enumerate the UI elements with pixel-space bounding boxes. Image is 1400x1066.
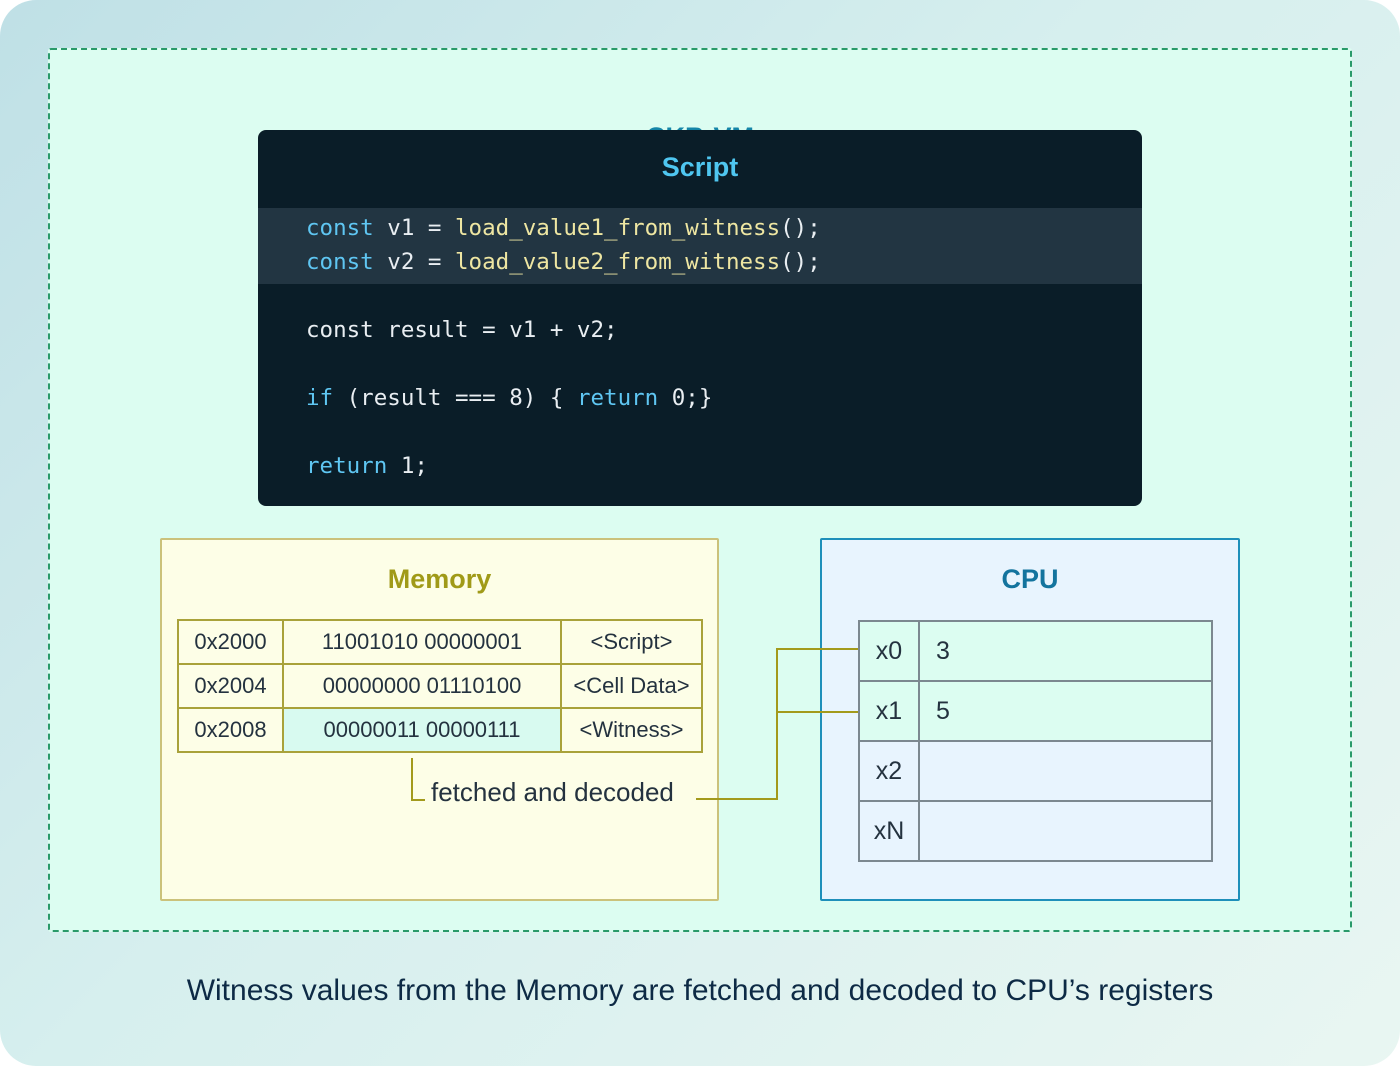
code-line-4: if (result === 8) { return 0;} [306,384,712,412]
memory-bits: 11001010 00000001 [282,619,562,665]
code-line-2: const v2 = load_value2_from_witness(); [306,248,821,276]
register-row: xN [858,800,1213,862]
register-name: x0 [858,620,920,682]
code-keyword: return [306,453,388,479]
connector-arrow-x1 [776,711,858,713]
code-line-3: const result = v1 + v2; [306,316,618,344]
script-panel: Script const v1 = load_value1_from_witne… [258,130,1142,506]
cpu-box: CPU x0 3 x1 5 x2 xN [820,538,1240,901]
register-row: x0 3 [858,620,1213,682]
register-value: 5 [918,680,1213,742]
register-row: x1 5 [858,680,1213,742]
connector-line [411,799,425,801]
connector-line [696,798,778,800]
code-keyword: if [306,385,334,411]
code-keyword: const [306,215,374,241]
register-name: x1 [858,680,920,742]
code-text: v2 = [373,249,456,275]
register-value [918,800,1213,862]
memory-row: 0x2004 00000000 01110100 <Cell Data> [177,663,703,709]
register-name: x2 [858,740,920,802]
register-row: x2 [858,740,1213,802]
register-name: xN [858,800,920,862]
connector-line [411,758,413,801]
memory-label: <Cell Data> [560,663,703,709]
code-keyword: return [576,385,659,411]
connector-label: fetched and decoded [431,777,674,807]
memory-title: Memory [387,564,492,594]
code-text: (result === 8) { [333,385,577,411]
memory-table: 0x2000 11001010 00000001 <Script> 0x2004… [177,619,703,753]
code-function: load_value2_from_witness [455,249,781,275]
memory-box: Memory 0x2000 11001010 00000001 <Script>… [160,538,719,901]
register-value [918,740,1213,802]
code-text: v1 = [373,215,456,241]
code-text: 1; [387,453,428,479]
memory-bits-witness: 00000011 00000111 [282,707,562,753]
code-line-1: const v1 = load_value1_from_witness(); [306,214,821,242]
connector-line [776,648,778,800]
memory-address: 0x2004 [177,663,284,709]
script-title: Script [661,152,739,182]
cpu-title: CPU [1001,564,1059,594]
code-keyword: const [306,249,374,275]
code-text: (); [780,215,821,241]
memory-address: 0x2008 [177,707,284,753]
highlighted-lines [258,208,1142,284]
code-line-5: return 1; [306,452,428,480]
memory-row: 0x2000 11001010 00000001 <Script> [177,619,703,665]
memory-bits: 00000000 01110100 [282,663,562,709]
code-function: load_value1_from_witness [455,215,781,241]
memory-row-witness: 0x2008 00000011 00000111 <Witness> [177,707,703,753]
memory-label: <Script> [560,619,703,665]
code-text: 0;} [658,385,713,411]
diagram-caption: Witness values from the Memory are fetch… [186,974,1214,1007]
code-text: const result = v1 + v2; [306,317,618,343]
connector-arrow-x0 [776,648,858,650]
register-value: 3 [918,620,1213,682]
memory-label: <Witness> [560,707,703,753]
memory-address: 0x2000 [177,619,284,665]
code-text: (); [780,249,821,275]
register-table: x0 3 x1 5 x2 xN [858,620,1213,862]
